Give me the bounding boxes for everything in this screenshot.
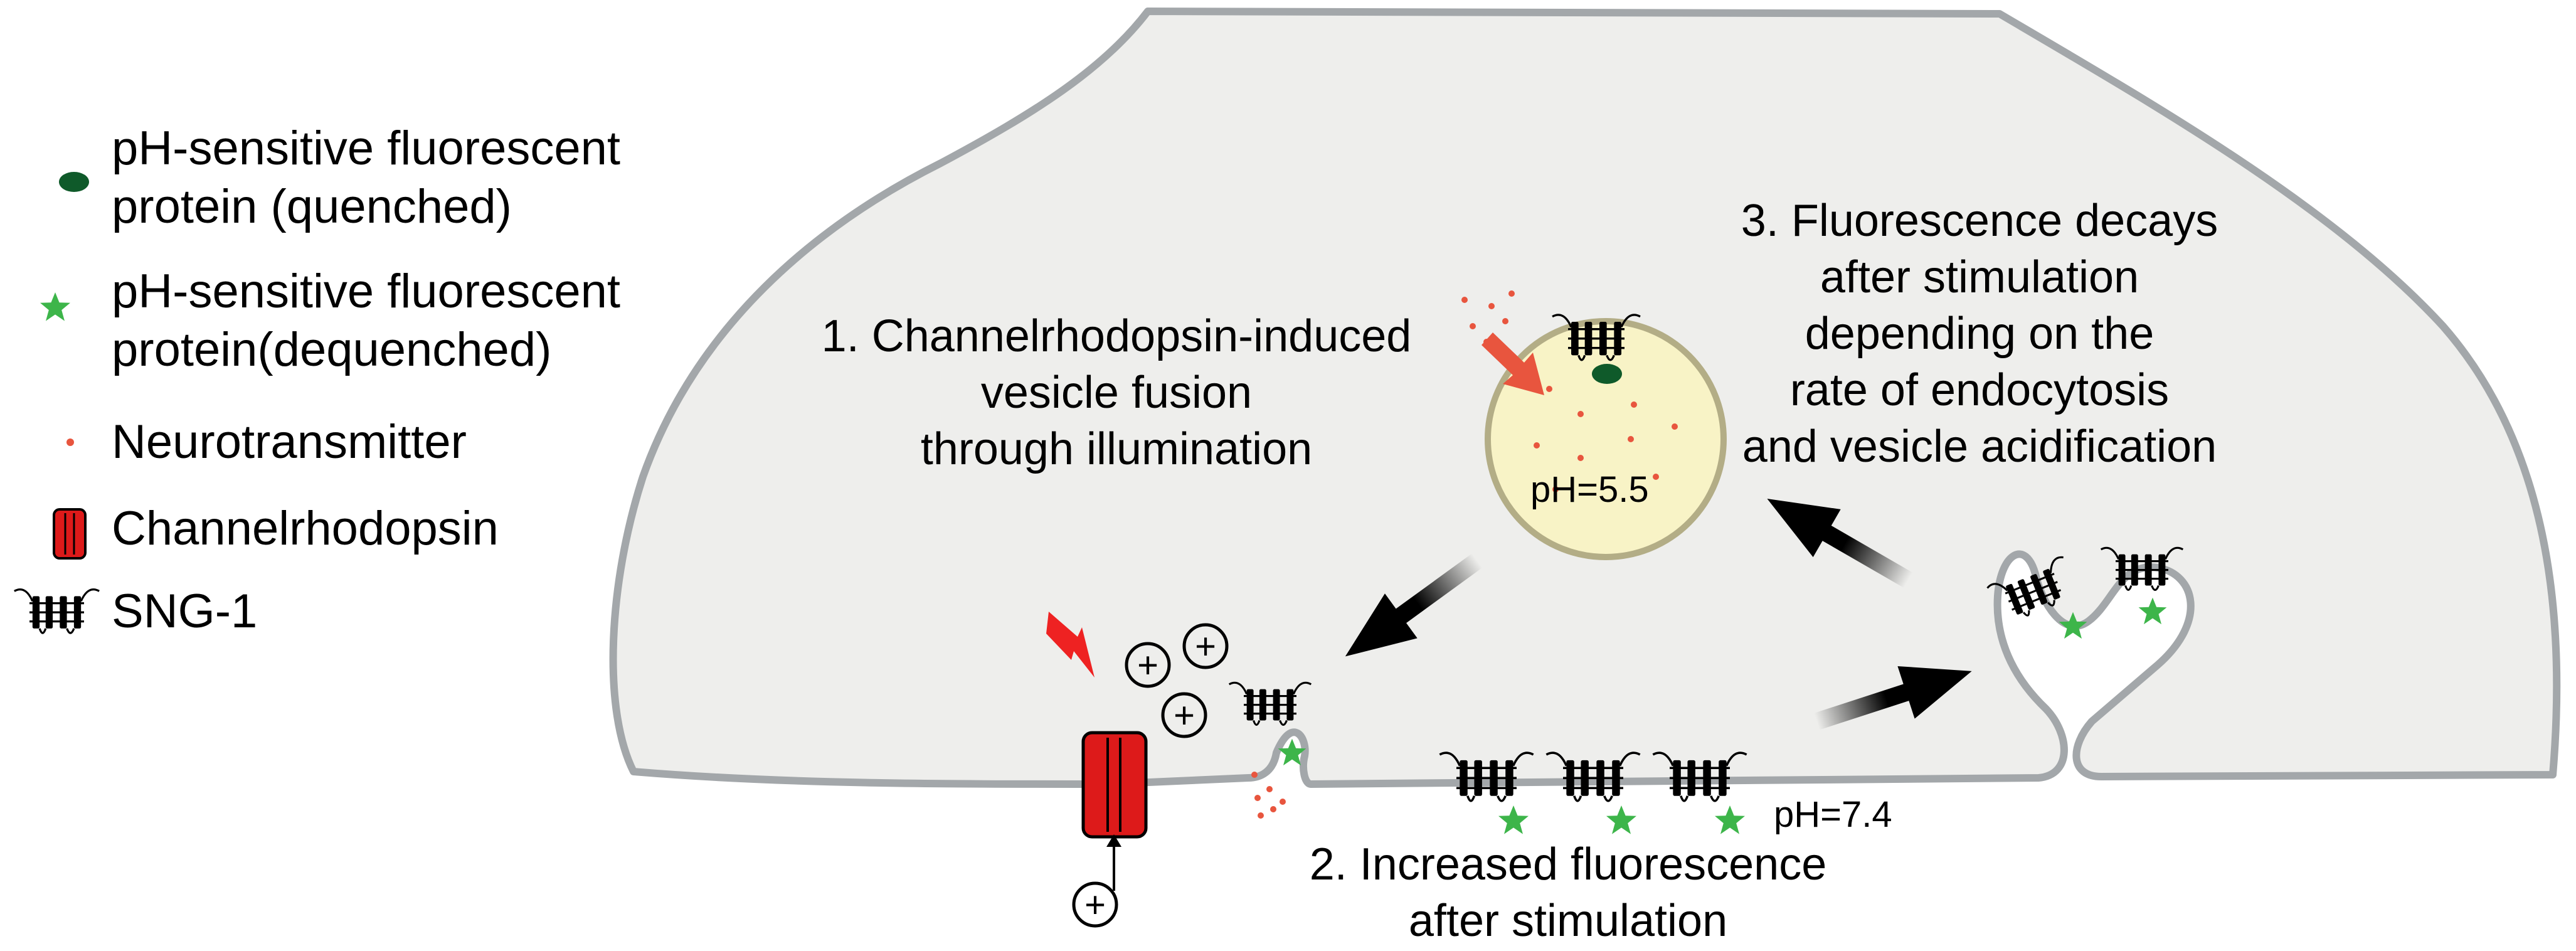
vesicle-ph-label: pH=5.5 (1530, 469, 1649, 510)
quenched-protein-icon (59, 172, 89, 192)
red-arrow (1481, 332, 1544, 395)
channelrhodopsin-icon (53, 508, 87, 560)
step2-label: 2. Increased fluorescence after stimulat… (1310, 839, 1826, 946)
surface-star-icon (1498, 805, 1529, 834)
legend-sng1: SNG-1 (112, 585, 257, 638)
legend-quenched-line2: protein (quenched) (112, 180, 512, 233)
lightning-icon (1046, 612, 1095, 677)
step1-label: 1. Channelrhodopsin-induced vesicle fusi… (822, 311, 1412, 474)
surface-star-icon (1715, 805, 1745, 834)
surface-star-icon (1606, 805, 1636, 834)
step1-line3: through illumination (921, 424, 1312, 474)
step3-line5: and vesicle acidification (1742, 422, 2217, 472)
legend-dequenched-line1: pH-sensitive fluorescent (112, 265, 620, 318)
membrane-channelrhodopsin (1081, 731, 1148, 891)
cation-sign: + (1195, 626, 1216, 667)
cleft-ph-label: pH=7.4 (1774, 794, 1892, 835)
sng1-icon (13, 588, 100, 634)
vesicle-quenched-protein-icon (1592, 364, 1622, 384)
step3-line1: 3. Fluorescence decays (1741, 196, 2218, 246)
endocytosis-star-icon (2138, 597, 2167, 625)
step2-line2: after stimulation (1409, 896, 1727, 946)
step2-line1: 2. Increased fluorescence (1310, 839, 1826, 890)
cation-icons (1072, 623, 1229, 928)
vesicle-neurotransmitters (1534, 386, 1678, 492)
step3-label: 3. Fluorescence decays after stimulation… (1741, 196, 2218, 472)
synaptic-vesicle: pH=5.5 (1485, 314, 1727, 560)
neurotransmitter-icon (66, 438, 74, 446)
legend-neurotransmitter: Neurotransmitter (112, 415, 467, 469)
legend-quenched-line1: pH-sensitive fluorescent (112, 122, 620, 175)
dequenched-protein-icon (40, 292, 70, 321)
legend: pH-sensitive fluorescent protein (quench… (13, 122, 620, 638)
step3-line2: after stimulation (1820, 252, 2139, 302)
legend-channelrhodopsin: Channelrhodopsin (112, 502, 499, 555)
step1-line2: vesicle fusion (981, 368, 1252, 418)
cation-sign: + (1137, 645, 1158, 686)
cation-signs: + + + + (1084, 626, 1216, 925)
step3-line3: depending on the (1805, 309, 2155, 359)
step1-line1: 1. Channelrhodopsin-induced (822, 311, 1412, 361)
cation-sign: + (1084, 885, 1106, 925)
released-dots-cleft (1251, 772, 1286, 819)
legend-dequenched-line2: protein(dequenched) (112, 323, 551, 376)
cation-sign: + (1174, 695, 1195, 736)
step3-line4: rate of endocytosis (1790, 365, 2169, 415)
